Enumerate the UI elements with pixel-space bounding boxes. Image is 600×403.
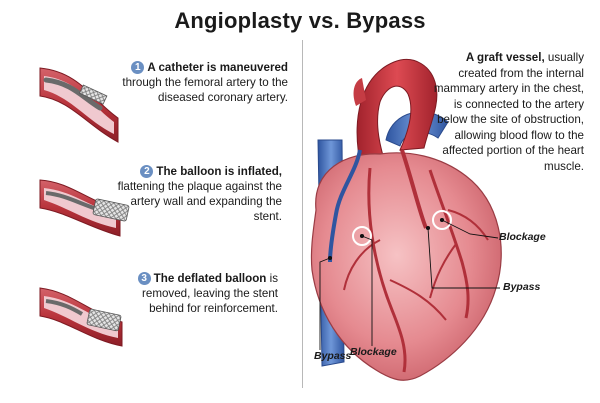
step-3-number-badge: 3 (137, 272, 151, 285)
step-1-number-badge: 1 (131, 61, 145, 74)
diagram-title: Angioplasty vs. Bypass (174, 8, 426, 33)
step1-artery-illustration (39, 67, 119, 143)
bypass-label-right: Bypass (503, 281, 541, 293)
step-1-text: through the femoral artery to the diseas… (122, 76, 288, 104)
blockage-label-bottom: Blockage (350, 346, 397, 358)
bypass-label-bottom: Bypass (314, 350, 352, 362)
step-2-text: flattening the plaque against the artery… (117, 180, 282, 223)
heart-illustration (310, 59, 502, 381)
bypass-description-text: usually created from the internal mammar… (433, 51, 584, 173)
section-divider (302, 40, 303, 388)
step2-artery-illustration (39, 179, 130, 237)
bypass-description: A graft vessel, usually created from the… (424, 50, 584, 174)
bypass-description-bold: A graft vessel, (465, 51, 545, 64)
step-3-text: is removed, leaving the stent behind for… (142, 272, 278, 315)
label-pointers (319, 217, 500, 350)
step-2-number-badge: 2 (140, 165, 154, 178)
step-2-bold-text: The balloon is inflated, (156, 165, 282, 178)
step-1-bold-text: A catheter is maneuvered (147, 61, 288, 74)
step3-artery-illustration (39, 287, 123, 347)
blockage-label-right: Blockage (499, 231, 546, 243)
step-3-bold-text: The deflated balloon (153, 272, 267, 285)
